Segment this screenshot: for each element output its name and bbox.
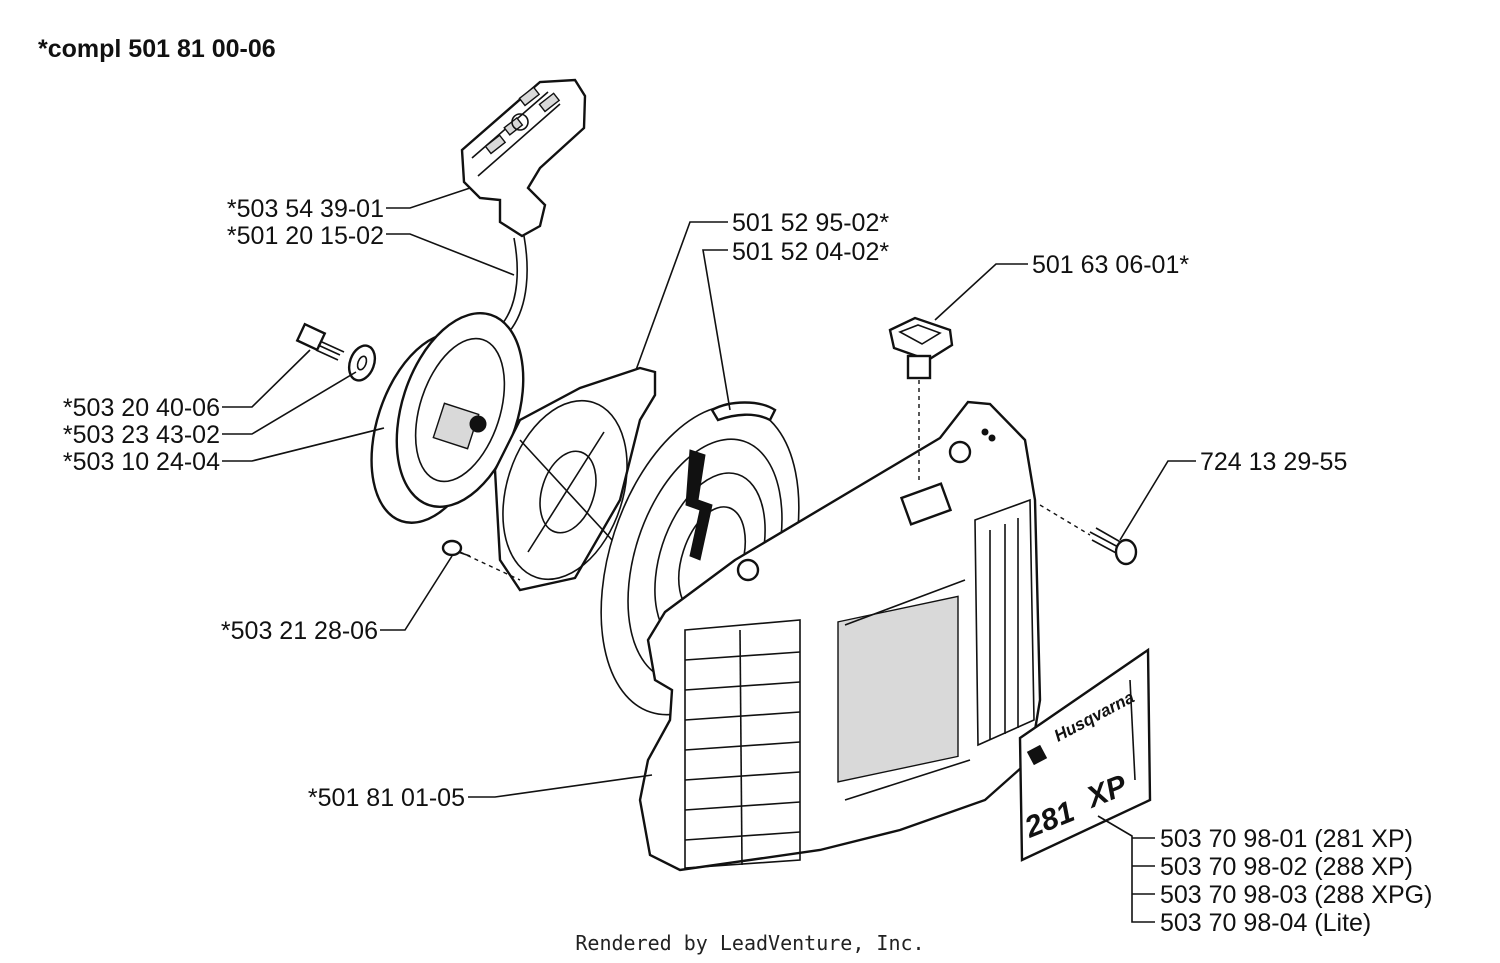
label-cover: *501 81 01-05 [308, 784, 465, 812]
label-screw-cover: 724 13 29-55 [1200, 448, 1347, 476]
assembly-title: *compl 501 81 00-06 [38, 35, 276, 63]
label-spring-cassette: 501 52 95-02* [732, 209, 889, 237]
label-decal-281xp: 503 70 98-01 (281 XP) [1160, 825, 1413, 853]
label-rope: *501 20 15-02 [227, 222, 384, 250]
label-screw-pulley: *503 20 40-06 [63, 394, 220, 422]
screw-small [441, 539, 471, 557]
decal: Husqvarna 281 XP [1018, 647, 1152, 862]
screw-cover [1089, 527, 1138, 566]
starter-cover [638, 400, 1091, 872]
label-decal-288xpg: 503 70 98-03 (288 XPG) [1160, 881, 1432, 909]
starter-handle [460, 78, 587, 238]
label-spring: 501 52 04-02* [732, 238, 889, 266]
label-pulley: *503 10 24-04 [63, 448, 220, 476]
label-decal-288xp: 503 70 98-02 (288 XP) [1160, 853, 1413, 881]
washer [347, 344, 377, 382]
label-handle: *503 54 39-01 [227, 195, 384, 223]
starter-pulley [370, 312, 525, 524]
label-washer: *503 23 43-02 [63, 421, 220, 449]
leader-lines [222, 187, 1196, 923]
cover-knob [888, 316, 954, 480]
label-screw-small: *503 21 28-06 [221, 617, 378, 645]
screw-pulley [295, 322, 345, 361]
footer-credit: Rendered by LeadVenture, Inc. [575, 931, 924, 955]
label-knob: 501 63 06-01* [1032, 251, 1189, 279]
spring-cassette [459, 366, 657, 592]
label-decal-lite: 503 70 98-04 (Lite) [1160, 909, 1371, 937]
